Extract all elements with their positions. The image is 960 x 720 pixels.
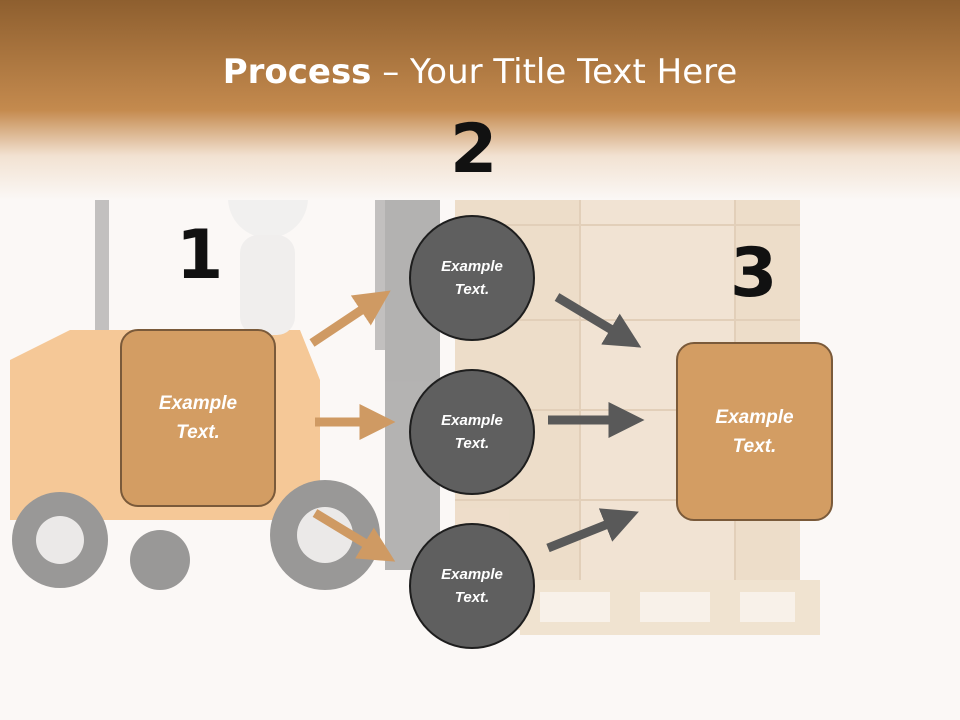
left-box-line1: Example <box>158 393 238 414</box>
step-number-3: 3 <box>730 234 778 313</box>
left-box-line2: Text. <box>176 422 220 443</box>
slide-title: Process – Your Title Text Here <box>0 52 960 92</box>
circle-middle-line2: Text. <box>454 435 490 452</box>
circle-bottom[interactable]: Example Text. <box>409 523 535 649</box>
right-box-line1: Example <box>715 406 794 428</box>
circle-bottom-line1: Example <box>441 566 503 583</box>
circle-middle-line1: Example <box>441 412 503 429</box>
title-bold-text: Process <box>222 52 372 92</box>
left-example-box[interactable]: Example Text. <box>120 329 276 507</box>
step-number-2: 2 <box>450 110 498 189</box>
circle-top-line1: Example <box>441 258 503 275</box>
step-number-1: 1 <box>176 216 224 295</box>
right-example-box[interactable]: Example Text. <box>676 342 833 521</box>
circle-bottom-line2: Text. <box>454 589 490 606</box>
right-box-line2: Text. <box>732 435 777 457</box>
circle-top[interactable]: Example Text. <box>409 215 535 341</box>
title-rest-text: – Your Title Text Here <box>371 52 738 92</box>
circle-top-line2: Text. <box>454 281 490 298</box>
circle-middle[interactable]: Example Text. <box>409 369 535 495</box>
